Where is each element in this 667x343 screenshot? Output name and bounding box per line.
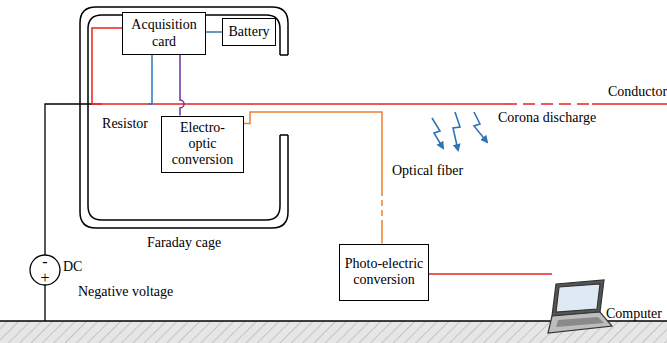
- data-wire: [180, 55, 184, 116]
- signal-wire: [148, 55, 152, 104]
- signal-wire: [148, 55, 152, 104]
- optical-fiber: [244, 112, 382, 244]
- power-wire: [206, 32, 222, 33]
- node-label: Photo-electric conversion: [344, 256, 424, 288]
- corona-discharge: [432, 112, 487, 150]
- power-wire: [206, 31, 222, 33]
- optical-fiber: [381, 190, 383, 222]
- electro-optic-box: Electro-optic conversion: [161, 116, 244, 173]
- corona-label: Corona discharge: [498, 110, 596, 126]
- data-cable: [428, 273, 552, 275]
- conductor: [92, 103, 505, 105]
- dc-source-symbol: [30, 255, 60, 285]
- conductor-dashed: [505, 103, 592, 105]
- laptop-icon: [548, 280, 612, 333]
- signal-wire: [92, 28, 122, 104]
- data-wire: [180, 55, 184, 116]
- optical-fiber: [244, 112, 382, 190]
- node-label: Resistor: [102, 116, 148, 132]
- node-label: Battery: [228, 24, 269, 40]
- acquisition-card-box: Acquisition card: [122, 12, 206, 55]
- resistor-symbol: Resistor: [102, 95, 148, 113]
- optical-fiber: [381, 222, 383, 244]
- source-label: DC: [63, 259, 82, 275]
- polarity-sign: +: [40, 270, 49, 286]
- polarity-sign: -: [42, 254, 47, 270]
- supply-wire: [45, 104, 92, 255]
- ground-wire: [44, 285, 45, 321]
- node-label: Acquisition card: [127, 17, 201, 49]
- photo-electric-box: Photo-electric conversion: [339, 244, 429, 301]
- node-label: Faraday cage: [78, 235, 290, 251]
- fiber-label: Optical fiber: [392, 163, 463, 179]
- faraday-cage: Faraday cageAcquisition cardBatteryResis…: [78, 5, 290, 230]
- conductor: [592, 103, 667, 105]
- conductor-label: Conductor: [608, 84, 667, 100]
- node-label: Electro-optic conversion: [166, 120, 239, 168]
- computer-label: Computer: [606, 306, 662, 322]
- voltage-label: Negative voltage: [78, 284, 173, 300]
- battery-box: Battery: [222, 18, 276, 46]
- signal-wire: [92, 28, 122, 104]
